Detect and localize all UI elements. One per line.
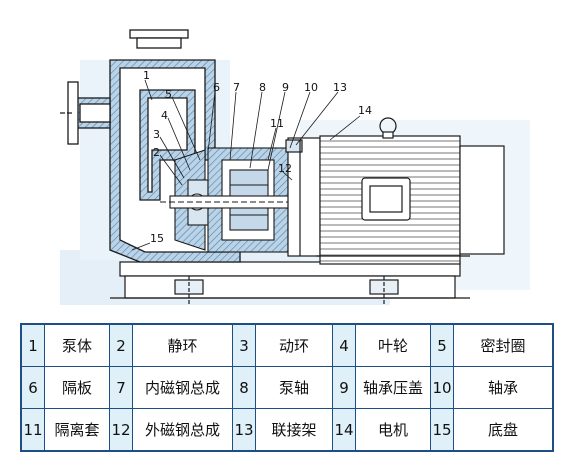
legend-number: 10 — [430, 366, 454, 409]
motor — [316, 117, 505, 265]
legend-part-name: 轴承 — [453, 366, 554, 409]
legend-number: 3 — [232, 323, 256, 367]
legend-part-name: 外磁钢总成 — [132, 408, 233, 452]
legend-number: 11 — [20, 408, 45, 452]
base-plate — [110, 261, 470, 304]
callout-8: 8 — [259, 81, 266, 94]
legend-part-name: 隔离套 — [44, 408, 110, 452]
legend-row: 11 隔离套 12 外磁钢总成 13 联接架 14 电机 15 底盘 — [20, 408, 554, 452]
legend-number: 8 — [232, 366, 256, 409]
legend-number: 12 — [109, 408, 133, 452]
legend-number: 15 — [430, 408, 454, 452]
legend-number: 1 — [20, 323, 45, 367]
callout-2: 2 — [153, 146, 160, 159]
legend-number: 2 — [109, 323, 133, 367]
callout-11: 11 — [270, 117, 284, 130]
legend-part-name: 联接架 — [255, 408, 333, 452]
legend-row: 1 泵体 2 静环 3 动环 4 叶轮 5 密封圈 — [20, 323, 554, 367]
legend-part-name: 电机 — [355, 408, 431, 452]
connection-frame — [285, 137, 321, 257]
callout-3: 3 — [153, 128, 160, 141]
legend-number: 13 — [232, 408, 256, 452]
parts-legend-table: 1 泵体 2 静环 3 动环 4 叶轮 5 密封圈 6 隔板 7 内磁钢总成 8… — [20, 323, 554, 452]
legend-part-name: 泵体 — [44, 323, 110, 367]
legend-part-name: 内磁钢总成 — [132, 366, 233, 409]
legend-number: 6 — [20, 366, 45, 409]
legend-part-name: 动环 — [255, 323, 333, 367]
callout-6: 6 — [213, 81, 220, 94]
callout-9: 9 — [282, 81, 289, 94]
callout-leaders — [131, 79, 361, 251]
legend-row: 6 隔板 7 内磁钢总成 8 泵轴 9 轴承压盖 10 轴承 — [20, 366, 554, 409]
legend-part-name: 密封圈 — [453, 323, 554, 367]
callout-5: 5 — [165, 88, 172, 101]
legend-number: 5 — [430, 323, 454, 367]
legend-part-name: 叶轮 — [355, 323, 431, 367]
legend-part-name: 隔板 — [44, 366, 110, 409]
legend-number: 9 — [332, 366, 356, 409]
callout-1: 1 — [143, 69, 150, 82]
pump-cross-section-drawing: 1 2 3 4 5 6 7 8 9 10 11 12 13 14 15 — [60, 29, 530, 305]
legend-part-name: 泵轴 — [255, 366, 333, 409]
legend-number: 14 — [332, 408, 356, 452]
callout-10: 10 — [304, 81, 318, 94]
callout-12: 12 — [278, 162, 292, 175]
legend-number: 7 — [109, 366, 133, 409]
callout-13: 13 — [333, 81, 347, 94]
callout-4: 4 — [161, 109, 168, 122]
legend-part-name: 底盘 — [453, 408, 554, 452]
callout-15: 15 — [150, 232, 164, 245]
callout-7: 7 — [233, 81, 240, 94]
callout-labels: 1 2 3 4 5 6 7 8 9 10 11 12 13 14 15 — [143, 69, 372, 245]
legend-part-name: 静环 — [132, 323, 233, 367]
callout-14: 14 — [358, 104, 372, 117]
legend-part-name: 轴承压盖 — [355, 366, 431, 409]
legend-number: 4 — [332, 323, 356, 367]
